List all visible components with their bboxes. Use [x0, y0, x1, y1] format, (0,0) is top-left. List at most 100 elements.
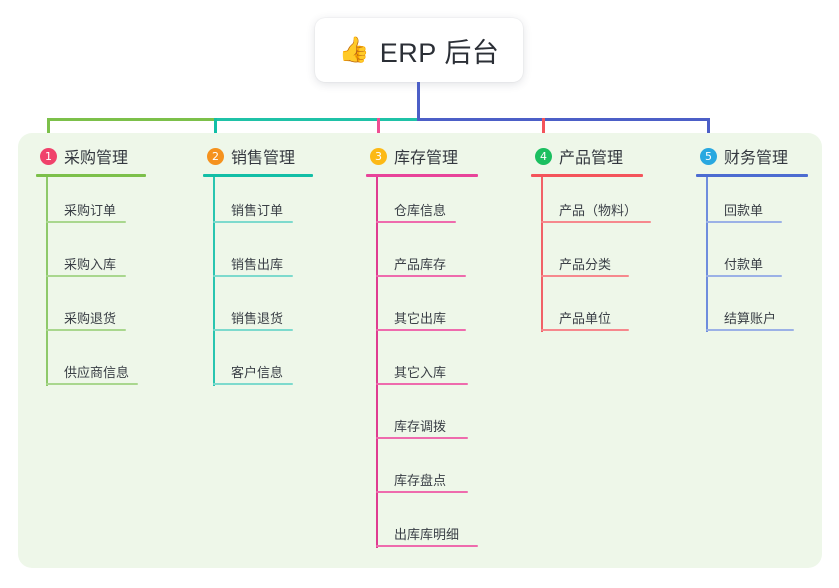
- branch-item[interactable]: 回款单: [696, 177, 788, 231]
- branch-spine-line: [213, 177, 215, 386]
- branch-item-label: 产品库存: [394, 257, 447, 272]
- branch-item-rule: [213, 383, 293, 385]
- branch-item[interactable]: 产品（物料）: [531, 177, 651, 231]
- branch-item[interactable]: 产品单位: [531, 285, 629, 339]
- branch-item-list: 仓库信息产品库存其它出库其它入库库存调拨库存盘点出库库明细: [366, 177, 478, 555]
- branch-item-label: 供应商信息: [64, 365, 130, 380]
- branch-number-badge: 4: [535, 147, 552, 165]
- branch-item-label: 其它出库: [394, 311, 447, 326]
- branch-item-rule: [46, 275, 126, 277]
- branch-item-label: 产品（物料）: [559, 203, 638, 218]
- branch-item-label: 库存盘点: [394, 473, 447, 488]
- bus-segment-3: [417, 118, 710, 121]
- branch-item[interactable]: 供应商信息: [36, 339, 138, 393]
- branch-item[interactable]: 出库库明细: [366, 501, 478, 555]
- branch-item[interactable]: 其它入库: [366, 339, 468, 393]
- branch-header-rule: [36, 174, 146, 177]
- branch-item-rule: [46, 221, 126, 223]
- branch-item-label: 付款单: [724, 257, 764, 272]
- branch-number-badge: 2: [207, 147, 224, 165]
- branch-item[interactable]: 库存调拨: [366, 393, 468, 447]
- branch-item[interactable]: 采购入库: [36, 231, 128, 285]
- branch-item-label: 出库库明细: [394, 527, 460, 542]
- branch-item-label: 采购入库: [64, 257, 117, 272]
- thumbs-up-icon: 👍: [338, 35, 370, 64]
- branch-header-5[interactable]: 5 财务管理: [696, 143, 808, 177]
- branch-item-label: 客户信息: [231, 365, 284, 380]
- branch-item-label: 产品分类: [559, 257, 612, 272]
- branch-item-rule: [213, 221, 293, 223]
- branch-item[interactable]: 产品库存: [366, 231, 466, 285]
- branch-item-rule: [706, 275, 782, 277]
- branch-item-rule: [706, 221, 782, 223]
- branch-header-2[interactable]: 2 销售管理: [203, 143, 313, 177]
- branch-item[interactable]: 库存盘点: [366, 447, 468, 501]
- branch-item[interactable]: 销售订单: [203, 177, 295, 231]
- branch-item-rule: [213, 329, 293, 331]
- column-drop-line-4: [542, 118, 545, 144]
- branch-title: 采购管理: [64, 150, 129, 167]
- branch-item[interactable]: 销售退货: [203, 285, 295, 339]
- branch-item-rule: [376, 221, 456, 223]
- branch-header-4[interactable]: 4 产品管理: [531, 143, 643, 177]
- branch-spine-line: [376, 177, 378, 548]
- column-drop-line-3: [377, 118, 380, 144]
- column-drop-line-5: [707, 118, 710, 144]
- branch-item[interactable]: 销售出库: [203, 231, 295, 285]
- branch-column-5: 5 财务管理回款单付款单结算账户: [696, 143, 808, 332]
- branch-header-rule: [366, 174, 478, 177]
- branches-panel: [18, 133, 822, 568]
- branch-item-list: 回款单付款单结算账户: [696, 177, 794, 339]
- branch-item-list: 销售订单销售出库销售退货客户信息: [203, 177, 295, 393]
- root-node-card[interactable]: 👍 ERP 后台: [315, 18, 523, 82]
- column-drop-line-2: [214, 118, 217, 144]
- branch-item-label: 采购退货: [64, 311, 117, 326]
- branch-number-badge: 5: [700, 147, 717, 165]
- branch-item-label: 采购订单: [64, 203, 117, 218]
- branch-title: 财务管理: [724, 150, 789, 167]
- branch-item-list: 产品（物料） 产品分类产品单位: [531, 177, 651, 339]
- branch-header-rule: [531, 174, 643, 177]
- branch-item[interactable]: 客户信息: [203, 339, 295, 393]
- branch-item-label: 结算账户: [724, 311, 777, 326]
- branch-item-rule: [46, 383, 138, 385]
- branch-item[interactable]: 采购订单: [36, 177, 128, 231]
- bus-segment-2: [214, 118, 417, 121]
- branch-item-rule: [706, 329, 794, 331]
- branch-item[interactable]: 产品分类: [531, 231, 629, 285]
- bus-segment-1: [47, 118, 214, 121]
- branch-item-label: 其它入库: [394, 365, 447, 380]
- branch-item-rule: [376, 545, 478, 547]
- branch-item[interactable]: 结算账户: [696, 285, 794, 339]
- branch-item-rule: [376, 275, 466, 277]
- branch-item-rule: [541, 275, 629, 277]
- branch-title: 产品管理: [559, 150, 624, 167]
- branch-item-label: 库存调拨: [394, 419, 447, 434]
- branch-item-label: 销售订单: [231, 203, 284, 218]
- branch-item-label: 产品单位: [559, 311, 612, 326]
- branch-number-badge: 1: [40, 147, 57, 165]
- branch-header-1[interactable]: 1 采购管理: [36, 143, 146, 177]
- branch-spine-line: [46, 177, 48, 386]
- branch-item[interactable]: 仓库信息: [366, 177, 458, 231]
- branch-item[interactable]: 其它出库: [366, 285, 466, 339]
- branch-spine-line: [706, 177, 708, 332]
- branch-item-label: 仓库信息: [394, 203, 447, 218]
- branch-title: 销售管理: [231, 150, 296, 167]
- branch-item[interactable]: 付款单: [696, 231, 788, 285]
- branch-item-rule: [46, 329, 126, 331]
- branch-header-rule: [696, 174, 808, 177]
- branch-item-rule: [213, 275, 293, 277]
- branch-header-rule: [203, 174, 313, 177]
- branch-item-list: 采购订单采购入库采购退货供应商信息: [36, 177, 138, 393]
- root-drop-line: [417, 82, 420, 119]
- branch-item[interactable]: 采购退货: [36, 285, 128, 339]
- branch-column-4: 4 产品管理产品（物料） 产品分类产品单位: [531, 143, 651, 332]
- root-node-title: ERP 后台: [379, 37, 500, 68]
- branch-item-rule: [376, 383, 468, 385]
- branch-spine-line: [541, 177, 543, 332]
- branch-number-badge: 3: [370, 147, 387, 165]
